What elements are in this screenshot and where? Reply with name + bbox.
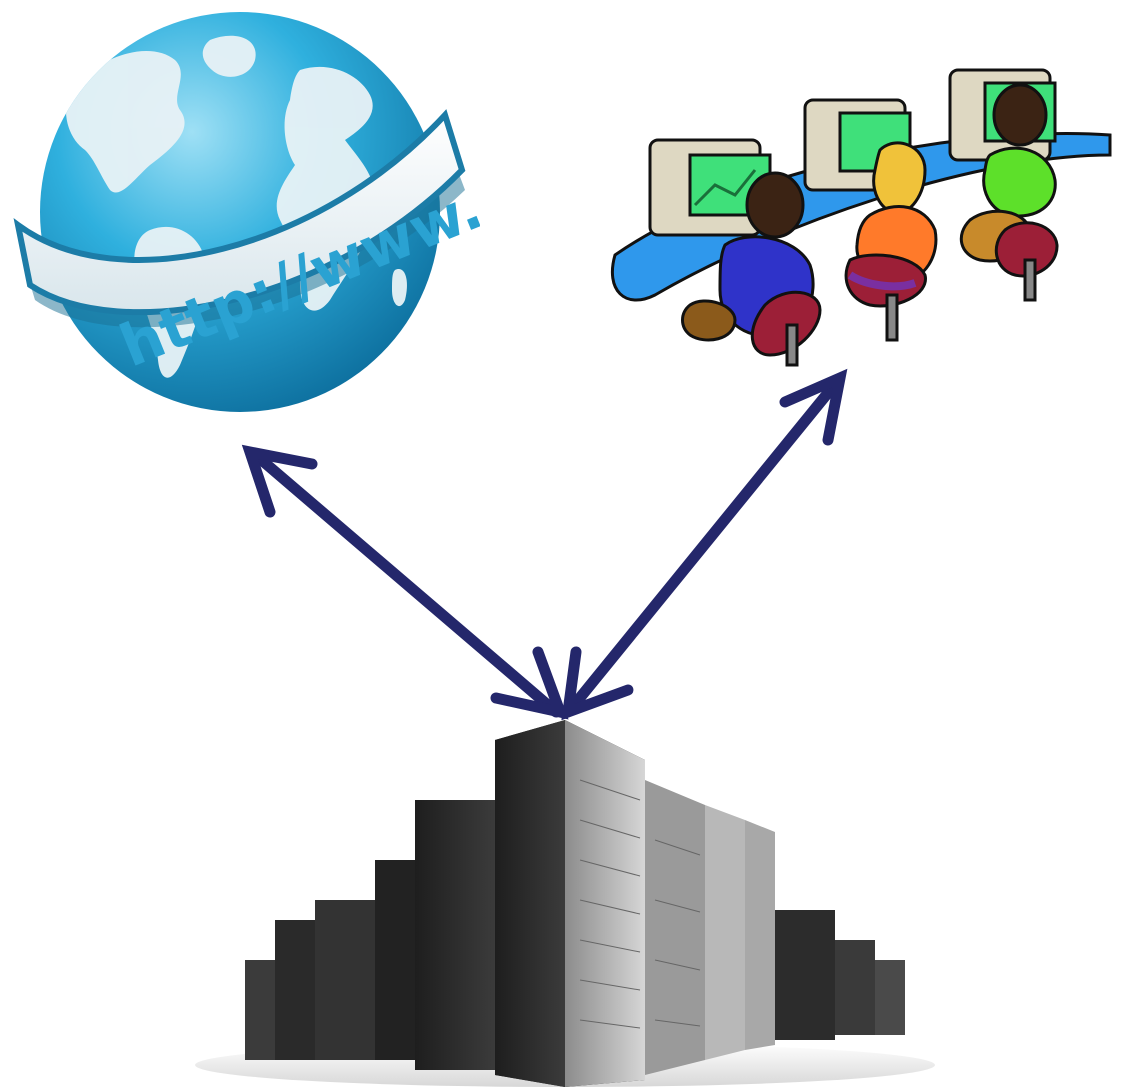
arrow-head-server-left: [490, 646, 569, 720]
arrow-head-users: [779, 368, 848, 446]
arrow-head-globe: [241, 444, 318, 518]
globe-icon: http://www.: [0, 0, 491, 440]
arrow-users-server: [564, 377, 842, 716]
server-racks-icon: [185, 720, 945, 1087]
arrow-globe-server: [252, 451, 562, 718]
arrow-head-server-right: [561, 646, 634, 721]
users-at-computers-icon: [595, 55, 1120, 385]
